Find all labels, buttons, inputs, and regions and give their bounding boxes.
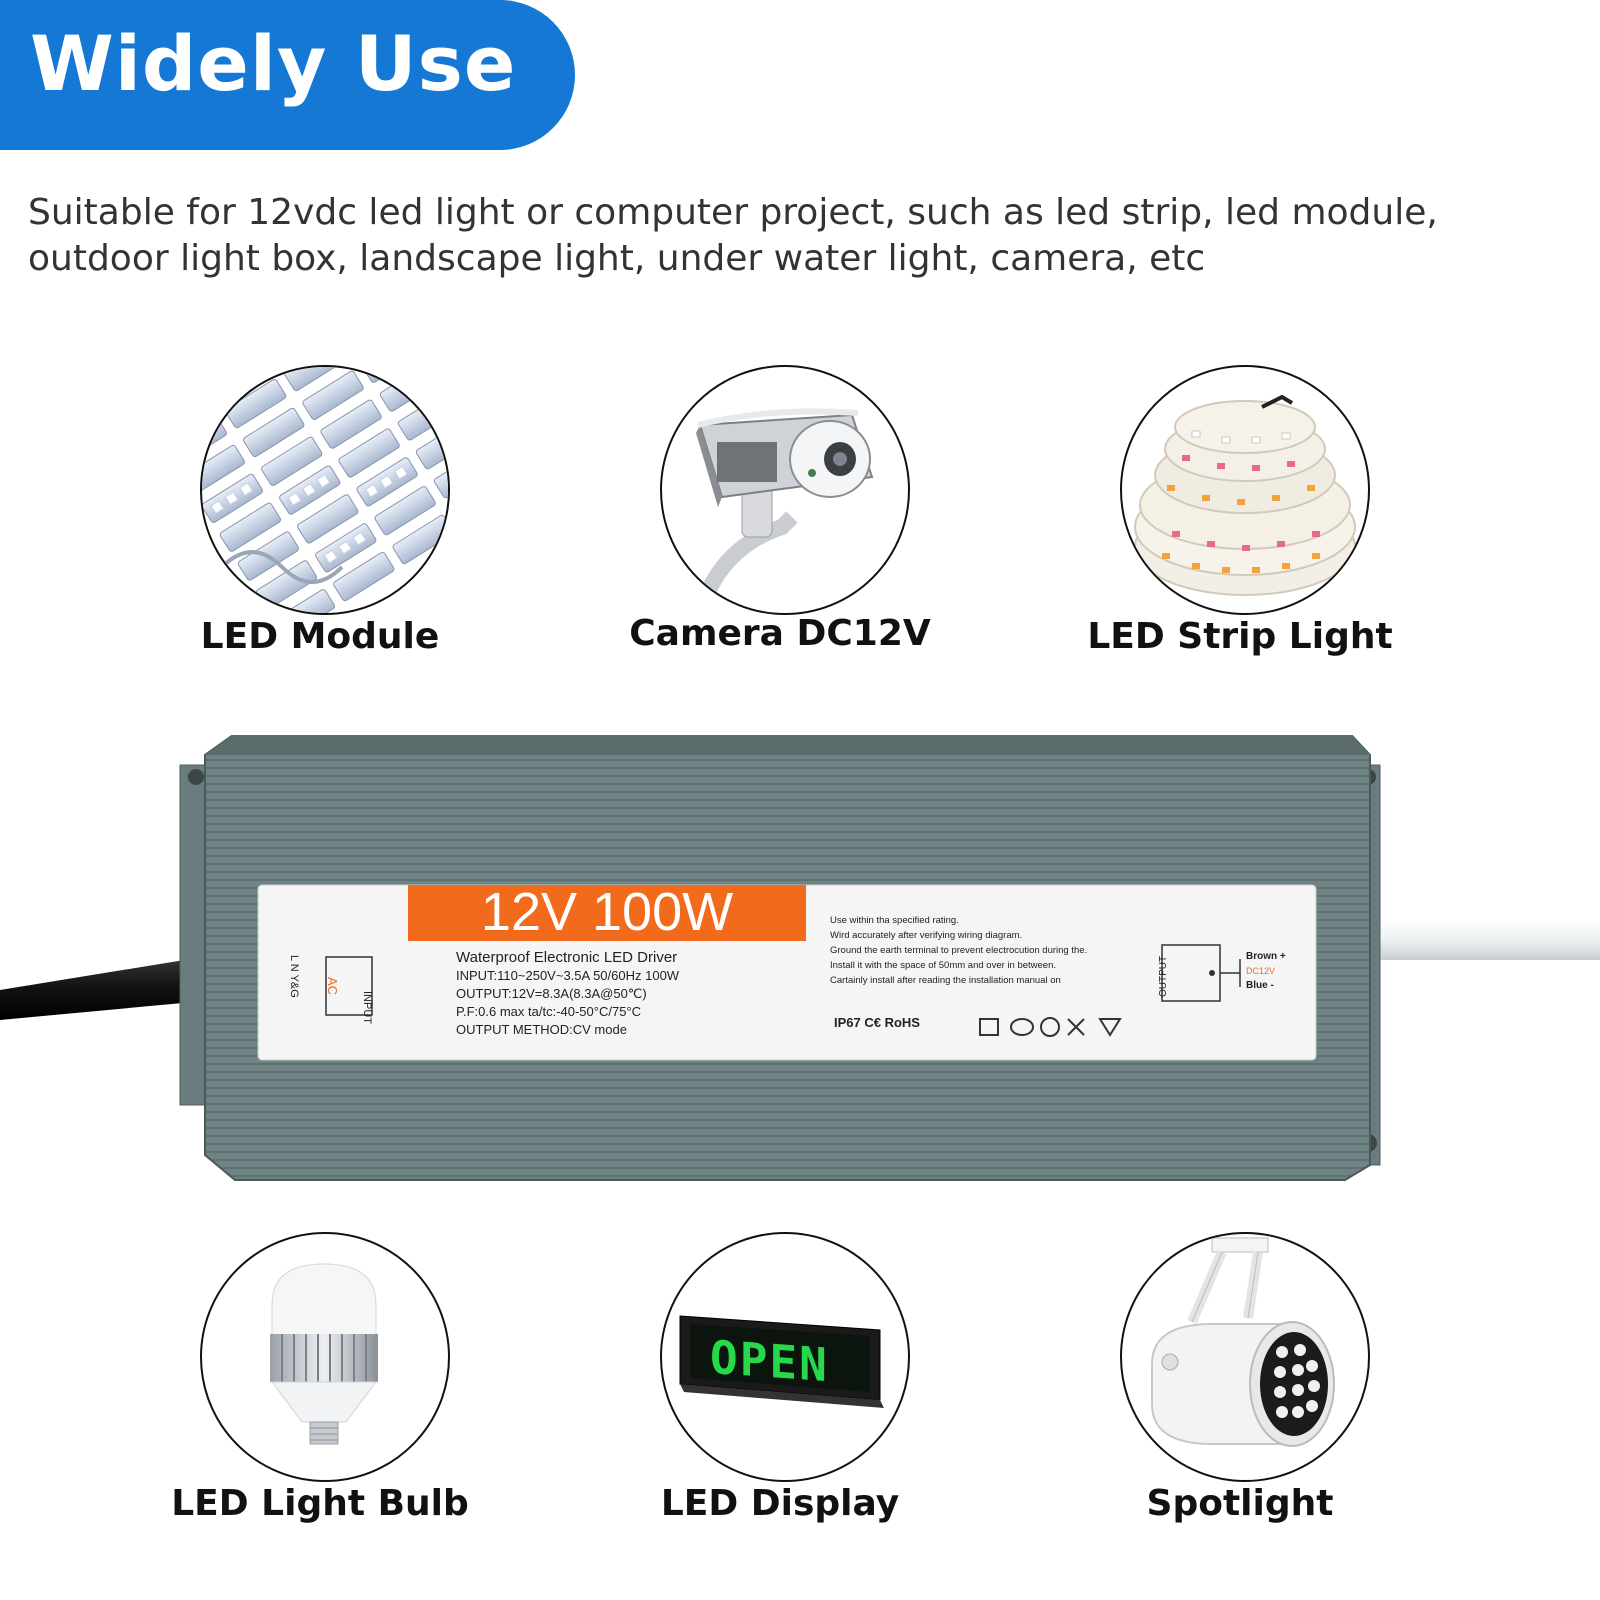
label-output-tag: OUTPUT bbox=[1158, 955, 1169, 997]
label-headline: 12V 100W bbox=[480, 882, 734, 942]
label-blue-wire: Blue - bbox=[1246, 980, 1274, 991]
led-strip-icon bbox=[1120, 365, 1370, 615]
label-ac: AC bbox=[325, 977, 340, 996]
label-input-spec: INPUT:110~250V~3.5A 50/60Hz 100W bbox=[456, 968, 680, 983]
description: Suitable for 12vdc led light or computer… bbox=[28, 192, 1438, 279]
label-output-method: OUTPUT METHOD:CV mode bbox=[456, 1022, 627, 1037]
label-output-spec: OUTPUT:12V=8.3A(8.3A@50℃) bbox=[456, 986, 647, 1001]
label-light-bulb: LED Light Bulb bbox=[171, 1483, 469, 1524]
label-led-display: LED Display bbox=[660, 1483, 900, 1524]
label-certifications: IP67 C€ RoHS bbox=[834, 1015, 920, 1030]
led-driver-product: 12V 100W Waterproof Electronic LED Drive… bbox=[0, 735, 1600, 1205]
label-instructions: Use within tha specified rating. Wird ac… bbox=[830, 913, 1087, 988]
led-module-icon bbox=[200, 365, 450, 615]
led-driver-housing bbox=[0, 735, 1600, 1181]
instruction-line: Use within tha specified rating. bbox=[830, 915, 959, 926]
instruction-line: Wird accurately after verifying wiring d… bbox=[830, 930, 1023, 941]
application-led-module bbox=[200, 365, 450, 615]
application-led-display: OPEN bbox=[660, 1232, 910, 1482]
application-spotlight bbox=[1120, 1232, 1370, 1482]
label-product-name: Waterproof Electronic LED Driver bbox=[456, 949, 678, 966]
label-camera: Camera DC12V bbox=[629, 613, 931, 654]
label-brown-wire: Brown + bbox=[1246, 951, 1286, 962]
label-dc12v: DC12V bbox=[1246, 966, 1276, 976]
camera-icon bbox=[660, 365, 910, 615]
label-led-module: LED Module bbox=[200, 616, 440, 657]
application-led-strip bbox=[1120, 365, 1370, 615]
page-title: Widely Use bbox=[30, 19, 517, 108]
led-display-icon: OPEN bbox=[660, 1232, 910, 1482]
title-banner bbox=[0, 0, 575, 150]
instruction-line: Ground the earth terminal to prevent ele… bbox=[830, 945, 1088, 956]
label-spotlight: Spotlight bbox=[1146, 1483, 1334, 1524]
application-light-bulb bbox=[200, 1232, 450, 1482]
label-led-strip: LED Strip Light bbox=[1087, 616, 1393, 657]
light-bulb-icon bbox=[200, 1232, 450, 1482]
application-camera bbox=[660, 365, 910, 615]
label-terminals: L N Y&G bbox=[288, 955, 300, 998]
label-input-tag: INPUT bbox=[361, 991, 373, 1024]
label-pf-spec: P.F:0.6 max ta/tc:-40-50°C/75°C bbox=[456, 1004, 642, 1019]
spotlight-icon bbox=[1120, 1232, 1370, 1482]
instruction-line: Cartainly install after reading the inst… bbox=[830, 975, 1061, 986]
display-text: OPEN bbox=[710, 1329, 829, 1393]
instruction-line: Install it with the space of 50mm and ov… bbox=[830, 960, 1057, 971]
